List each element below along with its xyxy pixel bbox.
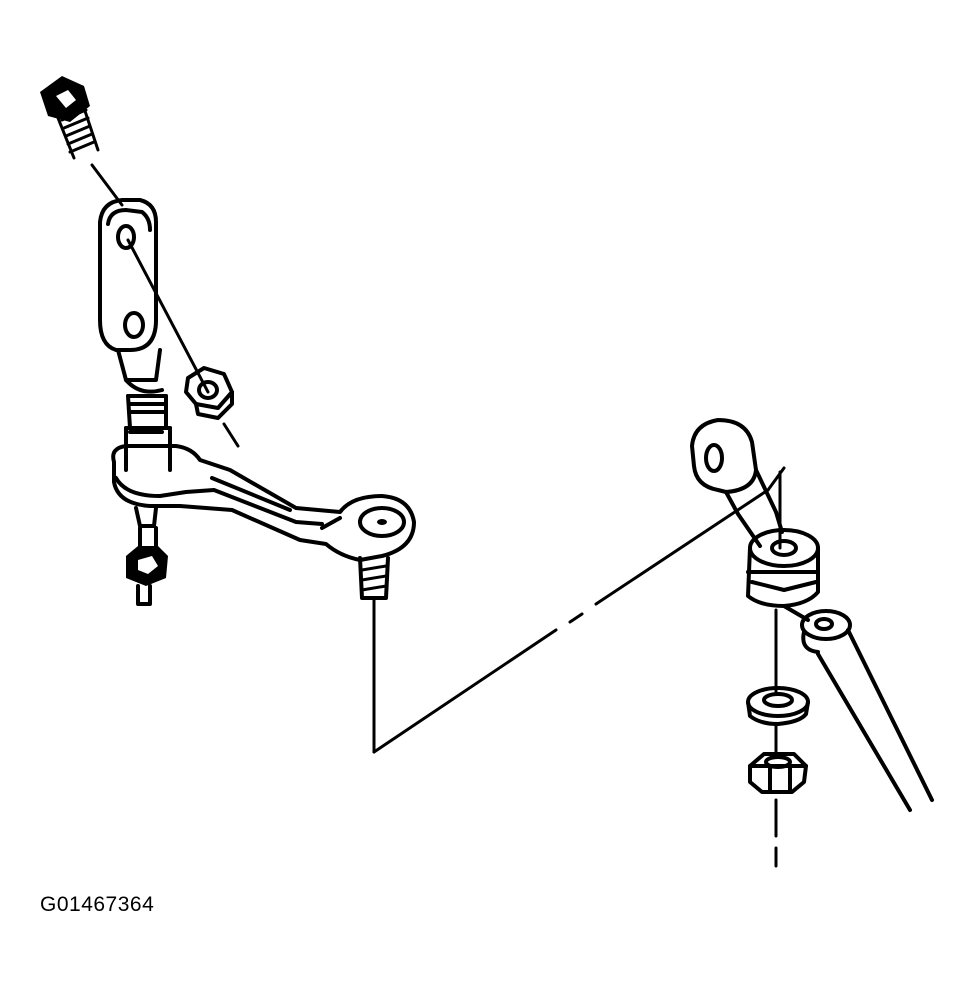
figure-code: G01467364 <box>40 893 155 916</box>
idler-arm <box>111 444 416 600</box>
bolt-alignment-line <box>90 163 124 207</box>
lower-left-fastener <box>126 506 168 606</box>
upper-nut <box>184 366 234 420</box>
washer <box>746 686 810 726</box>
upper-bolt <box>40 76 100 160</box>
lower-right-nut <box>748 752 808 794</box>
center-link-end <box>746 528 934 812</box>
assembly-lines <box>372 466 786 754</box>
plate-to-nut-line <box>126 238 210 394</box>
link-plate <box>98 198 164 394</box>
ball-stud <box>124 394 172 472</box>
tie-rod-end <box>690 418 784 548</box>
nut-dashed-line <box>222 422 240 448</box>
